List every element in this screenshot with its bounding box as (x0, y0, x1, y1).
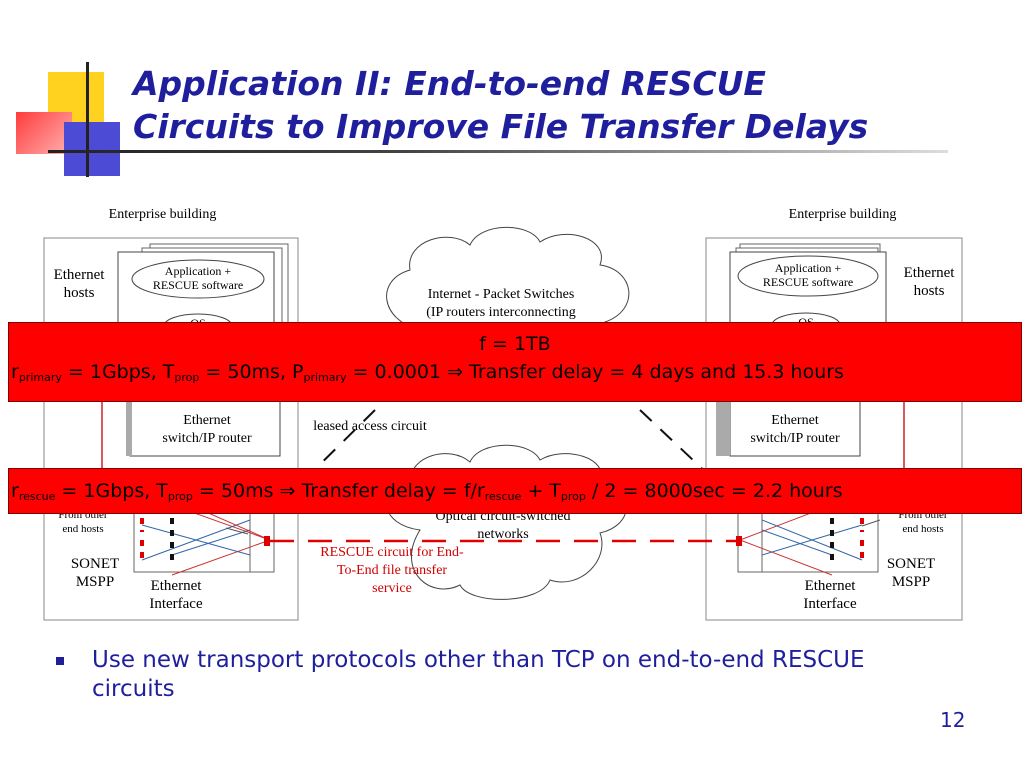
primary-delay-equation: rprimary = 1Gbps, Tprop = 50ms, Pprimary… (11, 361, 844, 384)
left-ethernet-interface-label: Ethernet Interface (149, 578, 203, 612)
left-sonet-mspp-label: SONET MSPP (70, 556, 120, 590)
left-other-hosts-arrow (225, 527, 249, 535)
left-switch-label: Ethernet switch/IP router (162, 413, 252, 446)
left-building-label: Enterprise building (108, 207, 217, 222)
logo-vertical-line (86, 62, 89, 177)
left-xc-line-5 (171, 529, 251, 556)
left-building-box (43, 237, 299, 621)
right-switch-shadow (716, 396, 730, 456)
internet-cloud-label: Internet - Packet Switches (IP routers i… (426, 287, 576, 320)
left-xc-line-2 (171, 539, 271, 576)
leased-access-label: leased access circuit (313, 419, 427, 434)
rescue-circuit-label: RESCUE circuit for End- To-End file tran… (320, 545, 464, 596)
right-ethernet-hosts-label: Ethernet hosts (903, 265, 955, 299)
bullet-marker (56, 657, 64, 665)
right-switch-label: Ethernet switch/IP router (750, 413, 840, 446)
right-other-hosts-arrow (861, 519, 881, 527)
right-xc-line-4 (761, 524, 863, 556)
left-switch-box (129, 395, 281, 457)
logo-blue-square (64, 122, 120, 176)
right-app-label: Application + RESCUE software (762, 261, 854, 289)
right-building-label: Enterprise building (788, 207, 897, 222)
title-underline (48, 150, 948, 153)
left-ethernet-hosts-label: Ethernet hosts (53, 267, 105, 301)
right-sonet-mspp-label: SONET MSPP (886, 556, 936, 590)
title-line-1: Application II: End-to-end RESCUE (133, 64, 766, 103)
title-line-2: Circuits to Improve File Transfer Delays (133, 107, 869, 146)
logo-red-square (16, 112, 72, 154)
right-xc-line-5 (761, 529, 833, 556)
right-xc-line-2 (739, 539, 833, 576)
left-app-oval (131, 259, 265, 299)
right-building-box (705, 237, 963, 621)
bullet-text: Use new transport protocols other than T… (92, 647, 865, 702)
left-port-markers (140, 518, 270, 562)
right-ethernet-interface-label: Ethernet Interface (803, 578, 857, 612)
primary-transfer-banner: f = 1TB rprimary = 1Gbps, Tprop = 50ms, … (8, 322, 1022, 402)
left-app-label: Application + RESCUE software (152, 264, 244, 292)
left-switch-shadow (126, 400, 132, 456)
right-port-markers (736, 518, 864, 562)
slide-title: Application II: End-to-end RESCUE Circui… (133, 62, 993, 148)
rescue-transfer-banner: rrescue = 1Gbps, Tprop = 50ms ⇒ Transfer… (8, 468, 1022, 514)
right-app-oval (737, 255, 879, 297)
rescue-delay-equation: rrescue = 1Gbps, Tprop = 50ms ⇒ Transfer… (11, 480, 843, 503)
left-xc-line-4 (141, 524, 251, 556)
file-size-equation: f = 1TB (479, 333, 551, 355)
page-number: 12 (940, 708, 966, 732)
